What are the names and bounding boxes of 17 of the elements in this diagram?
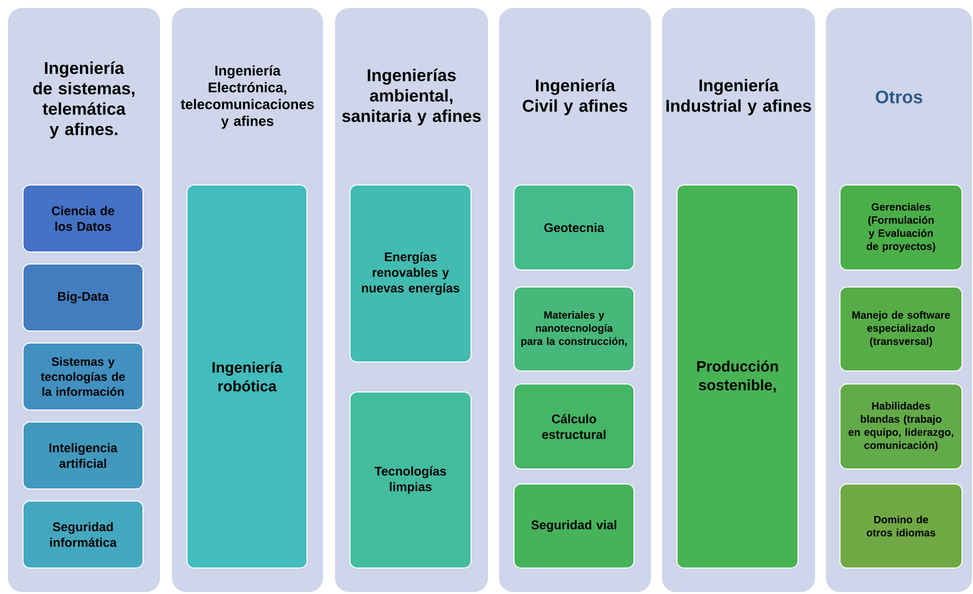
topic-box: Inteligencia artificial <box>22 422 144 490</box>
topic-box: Producción sostenible, <box>676 184 798 568</box>
topic-box: Cálculo estructural <box>514 384 634 470</box>
topic-box: Tecnologías limpias <box>350 392 472 568</box>
topic-box: Sistemas y tecnologías de la información <box>22 342 144 410</box>
topic-box: Ingeniería robótica <box>186 184 308 568</box>
topic-box: Domino de otros idiomas <box>840 484 963 568</box>
topic-box: Manejo de software especializado (transversal) <box>840 286 963 372</box>
topic-box: Seguridad vial <box>514 484 634 568</box>
topic-box: Big-Data <box>22 264 144 332</box>
topic-box: Gerenciales (Formulación y Evaluación de proyectos) <box>840 184 963 270</box>
topic-box: Habilidades blandas (trabajo en equipo, liderazgo, comunicación) <box>840 384 963 470</box>
topic-box: Materiales y nanotecnología para la construcción, <box>514 286 634 372</box>
topic-box: Ciencia de los Datos <box>22 184 144 252</box>
topic-box: Seguridad informática <box>22 500 144 568</box>
topic-box: Energías renovables y nuevas energías <box>350 184 472 362</box>
topic-box: Geotecnia <box>514 184 634 270</box>
